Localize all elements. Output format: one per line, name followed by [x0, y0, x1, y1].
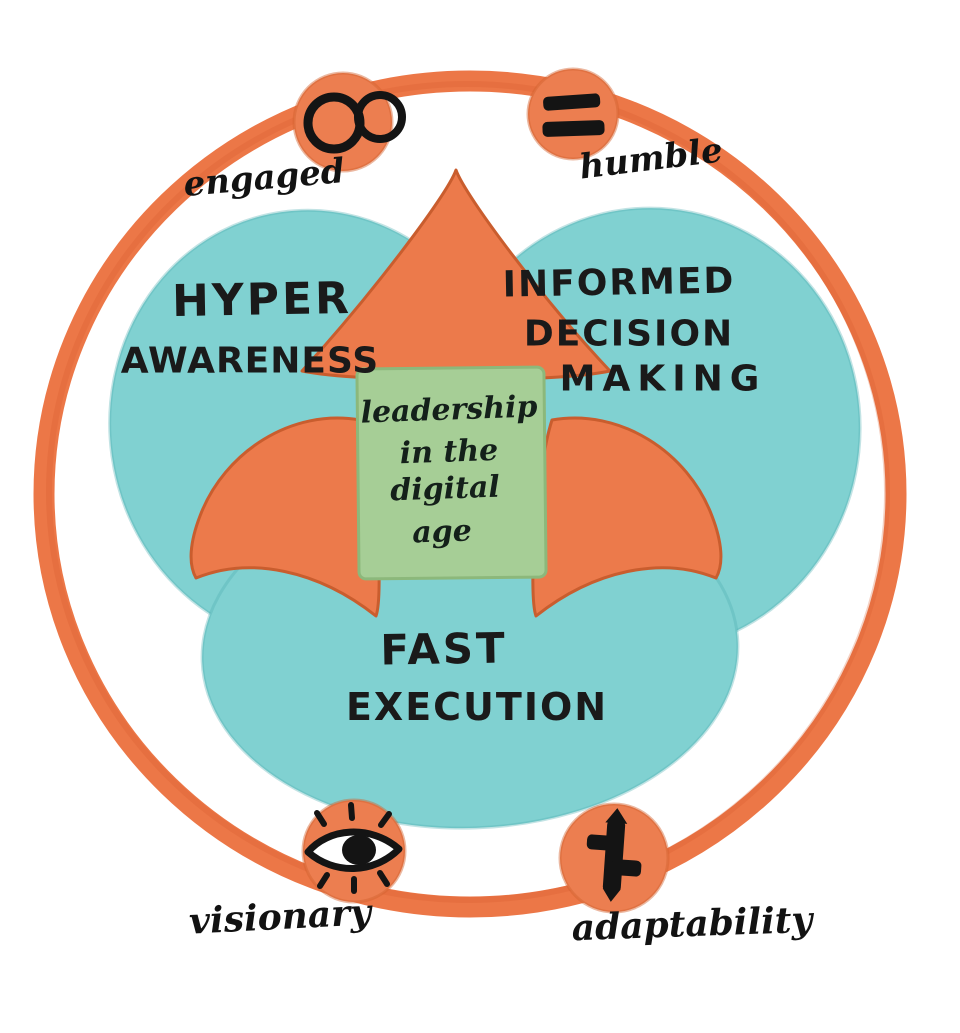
center-arrows	[189, 168, 723, 618]
outer-ring	[33, 70, 907, 918]
informed-decision-label-line1: INFORMED	[502, 260, 736, 306]
outer-ring-shade	[46, 80, 890, 904]
informed-decision-label-line3: MAKING	[559, 358, 767, 400]
center-box-text-line3: digital	[389, 469, 501, 509]
eye-icon	[304, 802, 403, 894]
outer-ring-stroke	[33, 70, 907, 918]
fast-execution-label-line2: EXECUTION	[345, 685, 609, 729]
interlocking-rings-icon	[303, 91, 406, 154]
eye-rays	[314, 802, 392, 894]
equals-icon	[542, 93, 605, 137]
center-box-text-line4: age	[411, 513, 473, 551]
hash-icon	[586, 808, 642, 902]
hyper-awareness-label-line1: HYPER	[171, 272, 353, 328]
adaptability-label: adaptability	[570, 898, 814, 950]
center-box	[355, 365, 548, 581]
center-box-text-line1: leadership	[360, 389, 538, 431]
hyper-awareness-label-line2: AWARENESS	[120, 340, 380, 382]
informed-decision-label-line2: DECISION	[523, 313, 735, 355]
fast-execution-label-line1: FAST	[379, 623, 509, 675]
center-box-text-line2: in the	[399, 432, 499, 472]
